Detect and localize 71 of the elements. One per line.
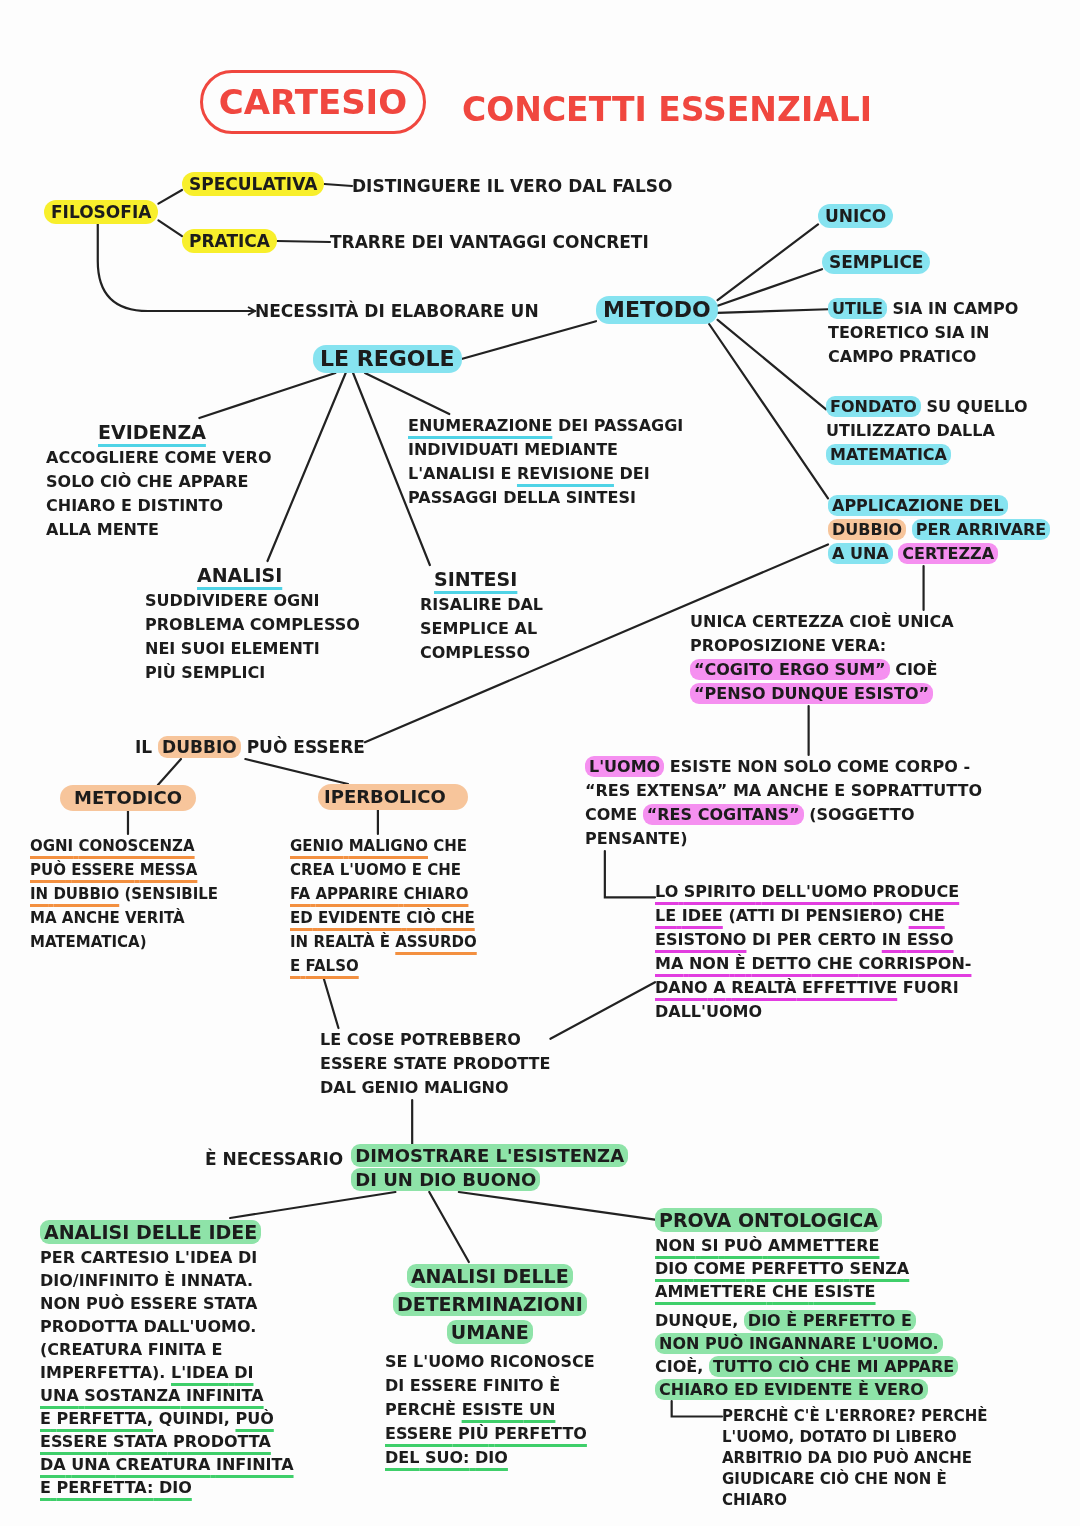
concept-text: ENUMERAZIONE DEI PASSAGGI INDIVIDUATI MEDIANTE L'ANALISI E REVISIONE DEI PASSAGGI DELLA SINTESI <box>408 414 684 510</box>
concept-text: LO SPIRITO DELL'UOMO PRODUCE LE IDEE (ATTI DI PENSIERO) CHE ESISTONO DI PER CERTO IN ESSO MA NON È DETTO CHE CORRISPON- DANO A REALTÀ EFFETTIVE FUORI DALL'UOMO <box>655 880 972 1024</box>
connector-line <box>460 320 598 361</box>
connector-line <box>922 564 925 612</box>
highlighted-keyword: FILOSOFIA <box>44 200 159 224</box>
connector-line <box>323 182 354 188</box>
section-heading: ANALISI DELLE DETERMINAZIONI UMANE <box>392 1262 587 1346</box>
section-heading: EVIDENZA <box>98 420 206 445</box>
connector-line <box>716 308 830 314</box>
connector-line <box>376 808 379 836</box>
concept-text: UTILE SIA IN CAMPO TEORETICO SIA IN CAMPO PRATICO <box>828 297 1019 369</box>
arrow <box>96 222 257 316</box>
connector-line <box>352 371 431 567</box>
section-text: NON SI PUÒ AMMETTERE DIO COME PERFETTO SENZA AMMETTERE CHE ESISTE <box>655 1235 910 1303</box>
connector-line <box>411 1098 414 1146</box>
connector-line <box>198 371 337 420</box>
concept-text: UNICA CERTEZZA CIOÈ UNICA PROPOSIZIONE VERA: “COGITO ERGO SUM” CIOÈ “PENSO DUNQUE ESISTO” <box>690 610 954 706</box>
highlighted-keyword: SEMPLICE <box>822 250 931 274</box>
connector-line <box>716 268 824 307</box>
connector-line <box>363 543 830 744</box>
section-heading: ANALISI <box>197 563 283 588</box>
connector-line <box>670 1399 724 1418</box>
connector-line <box>716 318 828 411</box>
connector-line <box>549 981 657 1040</box>
page-title: CONCETTI ESSENZIALI <box>462 90 872 130</box>
section-text: RISALIRE DAL SEMPLICE AL COMPLESSO <box>420 594 543 664</box>
highlighted-keyword: METODICO <box>60 785 196 811</box>
section-heading: SINTESI <box>434 567 518 592</box>
concept-text: TRARRE DEI VANTAGGI CONCRETI <box>330 230 649 254</box>
connector-line <box>363 371 451 416</box>
concept-text: NECESSITÀ DI ELABORARE UN <box>255 299 539 323</box>
connector-line <box>716 223 820 302</box>
concept-text: FONDATO SU QUELLO UTILIZZATO DALLA MATEMATICA <box>826 395 1028 467</box>
section-text: SUDDIVIDERE OGNI PROBLEMA COMPLESSO NEI SUOI ELEMENTI PIÙ SEMPLICI <box>145 590 360 684</box>
section-heading: PROVA ONTOLOGICA <box>655 1206 882 1234</box>
concept-text: DISTINGUERE IL VERO DAL FALSO <box>352 174 673 198</box>
connector-line <box>807 704 810 757</box>
concept-text: IL DUBBIO PUÒ ESSERE <box>135 735 365 759</box>
connector-line <box>457 1190 657 1221</box>
concept-text: APPLICAZIONE DEL DUBBIO PER ARRIVARE A UNA CERTEZZA <box>828 494 1051 566</box>
connector-line <box>428 1190 470 1264</box>
highlighted-keyword: LE REGOLE <box>313 345 462 373</box>
title-badge: CARTESIO <box>200 70 426 134</box>
connector-line <box>157 219 184 238</box>
concept-text: GENIO MALIGNO CHE CREA L'UOMO E CHE FA APPARIRE CHIARO ED EVIDENTE CIÒ CHE IN REALTÀ È ASSURDO E FALSO <box>290 834 477 978</box>
highlighted-keyword: METODO <box>596 296 718 324</box>
connector-line <box>708 322 830 500</box>
connector-line <box>266 371 347 563</box>
highlighted-keyword: UNICO <box>818 204 894 228</box>
connector-line <box>322 976 340 1030</box>
connector-line <box>156 757 183 787</box>
concept-text: È NECESSARIO <box>205 1147 344 1171</box>
concept-text: PERCHÈ C'È L'ERRORE? PERCHÈ L'UOMO, DOTATO DI LIBERO ARBITRIO DA DIO PUÒ ANCHE GIUDICARE CIÒ CHE NON È CHIARO <box>722 1406 988 1511</box>
connector-line <box>244 757 350 786</box>
connector-line <box>157 188 184 205</box>
section-heading: ANALISI DELLE IDEE <box>40 1218 262 1246</box>
concept-text: L'UOMO ESISTE NON SOLO COME CORPO - “RES EXTENSA” MA ANCHE E SOPRATTUTTO COME “RES COGITANS” (SOGGETTO PENSANTE) <box>585 755 983 851</box>
concept-text: LE COSE POTREBBERO ESSERE STATE PRODOTTE DAL GENIO MALIGNO <box>320 1028 551 1100</box>
connector-line <box>229 1190 397 1220</box>
highlighted-text: DIMOSTRARE L'ESISTENZA DI UN DIO BUONO <box>351 1144 629 1192</box>
connector-line <box>126 809 130 836</box>
concept-text: OGNI CONOSCENZA PUÒ ESSERE MESSA IN DUBBIO (SENSIBILE MA ANCHE VERITÀ MATEMATICA) <box>30 834 219 954</box>
highlighted-keyword: PRATICA <box>182 229 277 253</box>
connector-line <box>603 849 657 899</box>
section-text: PER CARTESIO L'IDEA DI DIO/INFINITO È INNATA. NON PUÒ ESSERE STATA PRODOTTA DALL'UOMO. (CREATURA FINITA E IMPERFETTA). L'IDEA DI UNA SOSTANZA INFINITA E PERFETTA, QUINDI, PUÒ ESSERE STATA PRODOTTA DA UNA CREATURA INFINITA E PERFETTA: DIO <box>40 1247 294 1499</box>
highlighted-keyword: IPERBOLICO <box>318 784 468 810</box>
section-text: ACCOGLIERE COME VERO SOLO CIÒ CHE APPARE CHIARO E DISTINTO ALLA MENTE <box>46 447 272 541</box>
highlighted-keyword: SPECULATIVA <box>182 172 325 196</box>
section-text: DUNQUE, DIO È PERFETTO E NON PUÒ INGANNARE L'UOMO. CIOÈ, TUTTO CIÒ CHE MI APPARE CHIARO ED EVIDENTE È VERO <box>655 1309 959 1401</box>
section-text: SE L'UOMO RICONOSCE DI ESSERE FINITO È PERCHÈ ESISTE UN ESSERE PIÙ PERFETTO DEL SUO: DIO <box>385 1351 595 1469</box>
connector-line <box>275 239 332 244</box>
